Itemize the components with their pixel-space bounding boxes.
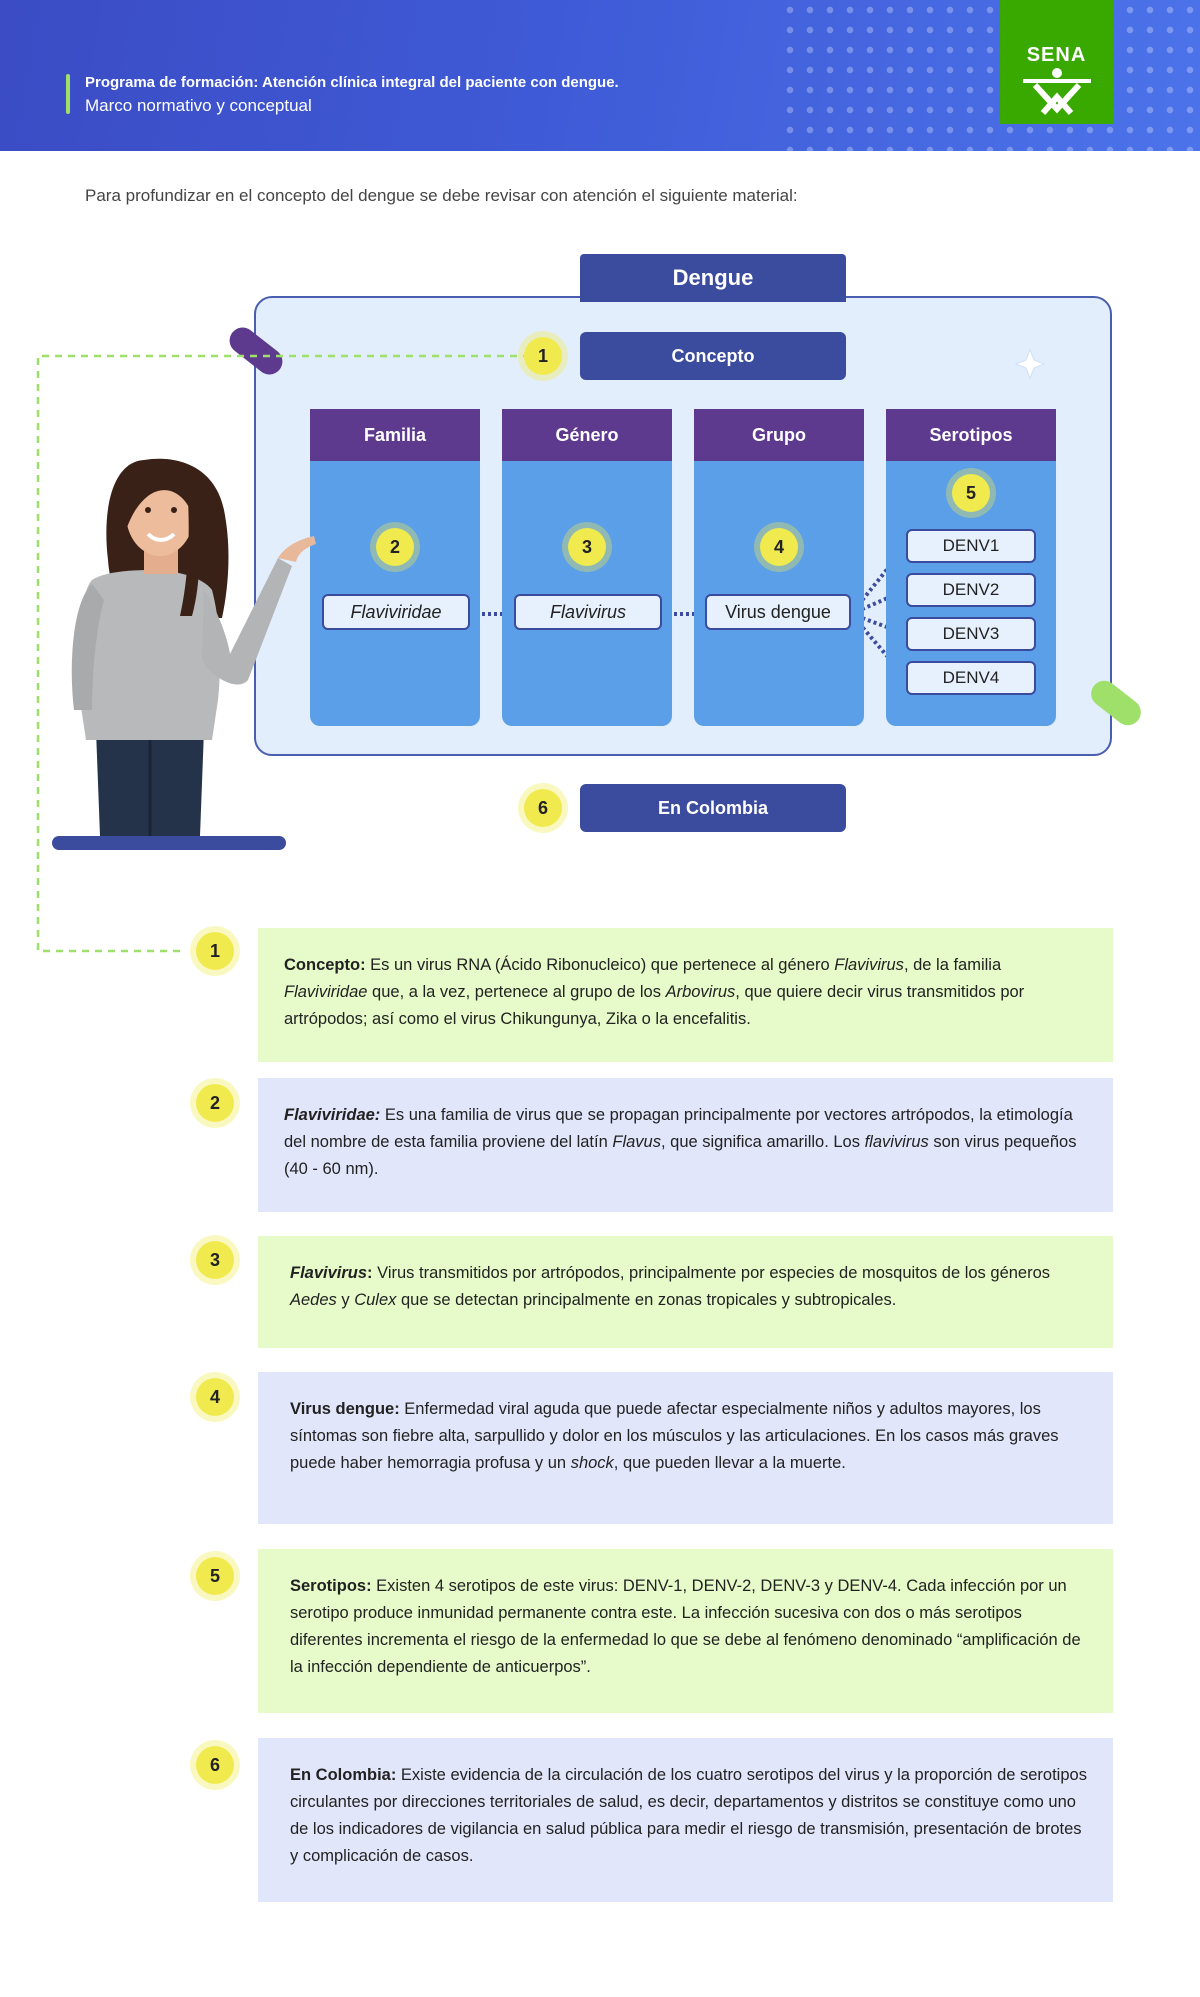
info-card-concepto: Concepto: Es un virus RNA (Ácido Ribonuc… xyxy=(258,928,1113,1062)
card-badge-5: 5 xyxy=(196,1557,234,1595)
concept-button[interactable]: Concepto xyxy=(580,332,846,380)
term-flaviviridae[interactable]: Flaviviridae xyxy=(322,594,470,630)
diagram-title: Dengue xyxy=(580,254,846,302)
header-accent-bar xyxy=(66,74,70,114)
card-italic: Aedes xyxy=(290,1291,337,1309)
card-badge-1: 1 xyxy=(196,932,234,970)
card-italic: shock xyxy=(570,1454,614,1472)
card-italic: Flavus xyxy=(612,1133,661,1151)
card-text: Existen 4 serotipos de este virus: DENV-… xyxy=(290,1577,1081,1676)
card-badge-3: 3 xyxy=(196,1241,234,1279)
card-lead: Virus dengue: xyxy=(290,1400,400,1418)
info-card-serotipos: Serotipos: Existen 4 serotipos de este v… xyxy=(258,1549,1113,1713)
info-card-virus-dengue: Virus dengue: Enfermedad viral aguda que… xyxy=(258,1372,1113,1524)
term-flavivirus[interactable]: Flavivirus xyxy=(514,594,662,630)
logo-text: SENA xyxy=(1026,44,1087,66)
card-lead: En Colombia: xyxy=(290,1766,397,1784)
card-text: que, a la vez, pertenece al grupo de los xyxy=(367,983,666,1001)
card-italic: flavivirus xyxy=(864,1133,929,1151)
card-italic: Arbovirus xyxy=(665,983,736,1001)
card-badge-4: 4 xyxy=(196,1378,234,1416)
card-text: Enfermedad viral aguda que puede afectar… xyxy=(290,1400,1059,1472)
serotype-denv2[interactable]: DENV2 xyxy=(906,573,1036,607)
diagram-badge-6: 6 xyxy=(524,789,562,827)
sena-logo: SENA xyxy=(1000,0,1113,124)
presenter-base xyxy=(52,836,286,850)
intro-text: Para profundizar en el concepto del deng… xyxy=(85,186,798,205)
card-text: , de la familia xyxy=(903,956,1002,974)
card-badge-2: 2 xyxy=(196,1084,234,1122)
card-text: , que significa amarillo. Los xyxy=(660,1133,865,1151)
card-lead: Flavivirus xyxy=(290,1264,368,1282)
diagram-badge-4: 4 xyxy=(760,528,798,566)
serotype-denv4[interactable]: DENV4 xyxy=(906,661,1036,695)
card-italic: Culex xyxy=(354,1291,397,1309)
card-lead: Concepto: xyxy=(284,956,366,974)
diagram-badge-1: 1 xyxy=(524,337,562,375)
card-lead-colon: : xyxy=(367,1264,373,1282)
term-virus-dengue[interactable]: Virus dengue xyxy=(705,594,851,630)
card-text: y xyxy=(336,1291,355,1309)
column-genero: Género xyxy=(502,409,672,726)
diagram-badge-5: 5 xyxy=(952,474,990,512)
info-card-flavivirus: Flavivirus: Virus transmitidos por artró… xyxy=(258,1236,1113,1348)
column-header: Género xyxy=(502,409,672,461)
card-text: Es una familia de virus que se propagan … xyxy=(284,1106,1073,1151)
serotype-denv3[interactable]: DENV3 xyxy=(906,617,1036,651)
column-header: Grupo xyxy=(694,409,864,461)
column-grupo: Grupo xyxy=(694,409,864,726)
info-card-en-colombia: En Colombia: Existe evidencia de la circ… xyxy=(258,1738,1113,1902)
diagram-badge-2: 2 xyxy=(376,528,414,566)
colombia-button[interactable]: En Colombia xyxy=(580,784,846,832)
card-italic: Flavivirus xyxy=(834,956,904,974)
card-text: que se detectan principalmente en zonas … xyxy=(396,1291,897,1309)
column-header: Serotipos xyxy=(886,409,1056,461)
card-lead: Serotipos: xyxy=(290,1577,372,1595)
info-card-flaviviridae: Flaviviridae: Es una familia de virus qu… xyxy=(258,1078,1113,1212)
card-text: son virus pequeños (40 - 60 nm). xyxy=(284,1133,1077,1178)
section-subtitle: Marco normativo y conceptual xyxy=(85,96,312,115)
card-text: Existe evidencia de la circulación de lo… xyxy=(290,1766,1087,1865)
column-familia: Familia xyxy=(310,409,480,726)
card-text: Es un virus RNA (Ácido Ribonucleico) que… xyxy=(365,956,835,974)
program-title: Programa de formación: Atención clínica … xyxy=(85,74,619,91)
diagram-badge-3: 3 xyxy=(568,528,606,566)
card-italic: Flaviviridae xyxy=(284,983,368,1001)
serotype-denv1[interactable]: DENV1 xyxy=(906,529,1036,563)
presenter-illustration xyxy=(71,458,316,836)
card-badge-6: 6 xyxy=(196,1746,234,1784)
card-text: , que pueden llevar a la muerte. xyxy=(613,1454,846,1472)
card-lead: Flaviviridae: xyxy=(284,1106,381,1124)
dot-pattern xyxy=(780,0,1200,151)
column-header: Familia xyxy=(310,409,480,461)
sena-logo-icon xyxy=(1022,68,1091,115)
card-text: Virus transmitidos por artrópodos, princ… xyxy=(372,1264,1051,1282)
card-text: , que quiere decir virus transmitidos po… xyxy=(284,983,1025,1028)
